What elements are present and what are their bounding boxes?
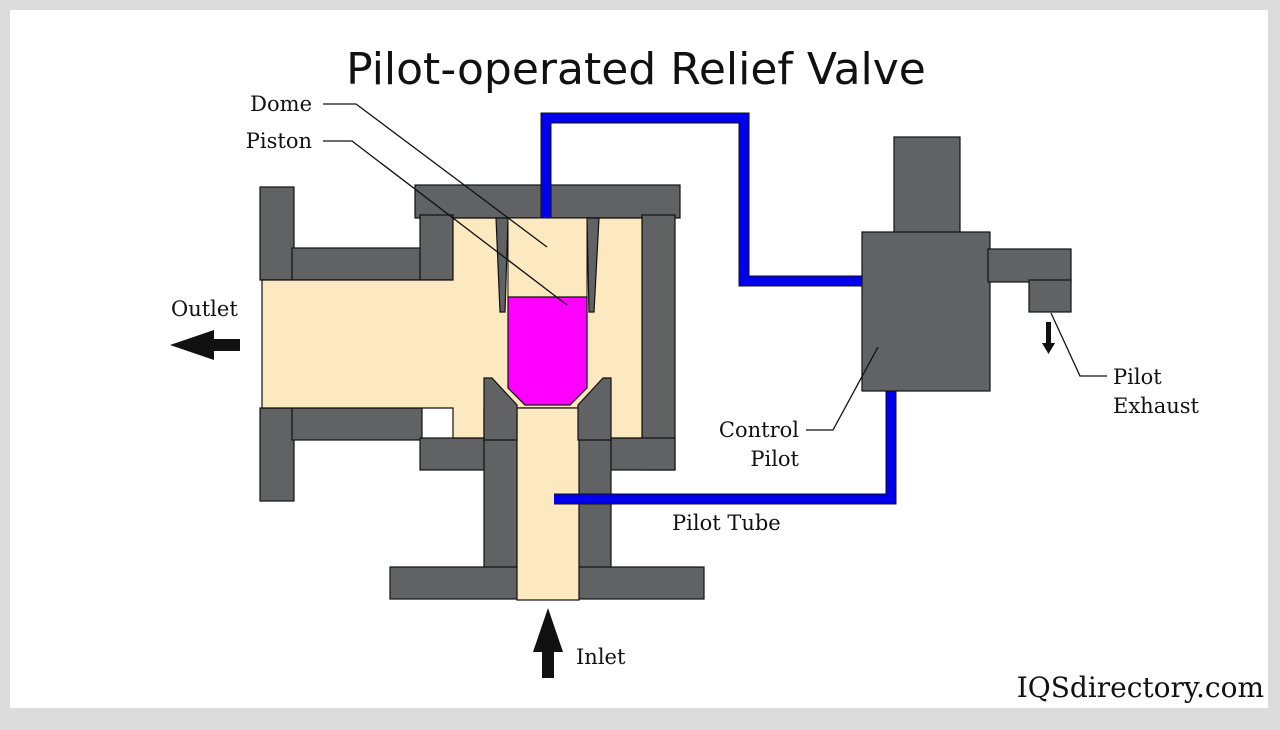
leader-lines bbox=[323, 103, 1107, 431]
inlet-label: Inlet bbox=[576, 645, 626, 669]
brand-watermark: IQSdirectory.com bbox=[1017, 671, 1264, 704]
exhaust-arrow-icon bbox=[1042, 322, 1055, 354]
page-title: Pilot-operated Relief Valve bbox=[346, 44, 926, 95]
inlet-arrow-icon bbox=[533, 608, 563, 678]
valve-seat bbox=[483, 377, 612, 441]
pilot-tube bbox=[541, 113, 896, 504]
dome-guides bbox=[495, 217, 600, 313]
piston bbox=[507, 296, 588, 406]
dome-label: Dome bbox=[250, 92, 312, 116]
piston-label: Piston bbox=[246, 129, 312, 153]
valve-diagram: Pilot-operated Relief Valve bbox=[170, 44, 1264, 704]
outlet-arrow-icon bbox=[170, 330, 240, 360]
control-pilot-label-line1: Control bbox=[719, 418, 799, 442]
dome bbox=[507, 217, 588, 299]
outlet-label: Outlet bbox=[171, 297, 238, 321]
diagram-canvas: Pilot-operated Relief Valve bbox=[10, 10, 1268, 708]
pilot-exhaust-label-line1: Pilot bbox=[1113, 365, 1162, 389]
control-pilot bbox=[861, 136, 1072, 392]
valve-body bbox=[259, 184, 705, 600]
control-pilot-label-line2: Pilot bbox=[750, 447, 799, 471]
pilot-exhaust-label-line2: Exhaust bbox=[1113, 394, 1200, 418]
pilot-tube-label: Pilot Tube bbox=[672, 511, 781, 535]
